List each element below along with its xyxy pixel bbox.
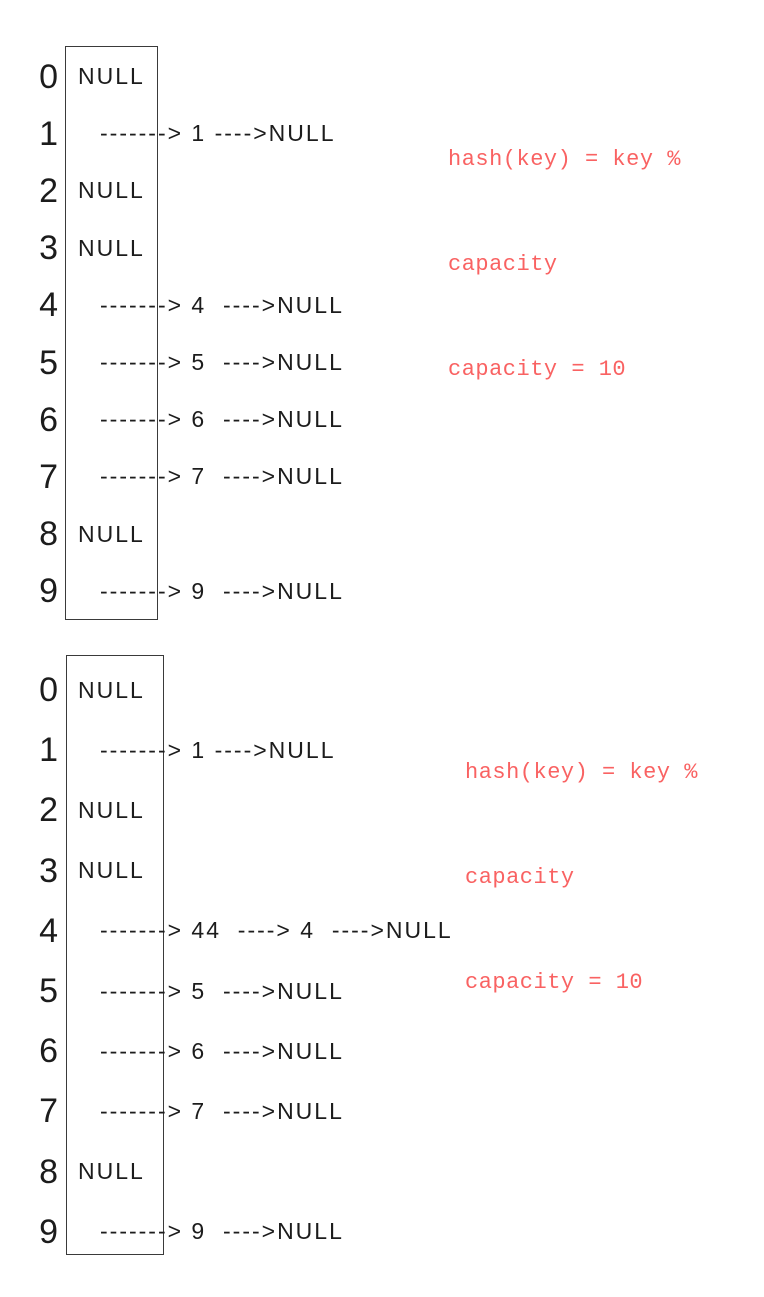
bucket-index-label: 8 [39,1152,58,1191]
bucket-null-label: NULL [78,676,145,703]
bucket-index-label: 5 [39,343,58,382]
bucket-index-label: 8 [39,515,58,554]
bucket-null-label: NULL [78,234,145,261]
hash-table-diagram-bottom: 0 NULL 1 -------> 1 ---->NULL 2 NULL 3 N… [0,655,764,1255]
bucket-null-label: NULL [78,177,145,204]
bucket-chain-text: -------> 6 ---->NULL [100,406,344,433]
hash-function-note: hash(key) = key % capacity capacity = 10 [448,72,681,457]
bucket-index-label: 7 [39,1092,58,1131]
bucket-index-label: 4 [39,286,58,325]
bucket-index-label: 3 [39,229,58,268]
bucket-index-label: 3 [39,851,58,890]
bucket-chain-text: -------> 4 ---->NULL [100,291,344,318]
bucket-rows: 0 NULL 1 -------> 1 ---->NULL 2 NULL 3 N… [0,46,764,620]
bucket-index-label: 1 [39,114,58,153]
bucket-row: 9 -------> 9 ---->NULL [0,563,764,620]
bucket-row: 1 -------> 1 ---->NULL [0,720,764,780]
bucket-row: 3 NULL [0,841,764,901]
bucket-chain-text: -------> 1 ---->NULL [100,120,336,147]
bucket-index-label: 1 [39,731,58,770]
hash-note-line: capacity [448,252,558,277]
bucket-null-label: NULL [78,857,145,884]
hash-note-line: hash(key) = key % [448,147,681,172]
hash-note-line: capacity [465,865,575,890]
bucket-row: 2 NULL [0,780,764,840]
bucket-row: 5 -------> 5 ---->NULL [0,961,764,1021]
bucket-row: 5 -------> 5 ---->NULL [0,334,764,391]
bucket-row: 0 NULL [0,660,764,720]
bucket-chain-text: -------> 7 ---->NULL [100,1097,344,1124]
bucket-row: 8 NULL [0,506,764,563]
bucket-index-label: 7 [39,457,58,496]
bucket-row: 6 -------> 6 ---->NULL [0,391,764,448]
bucket-null-label: NULL [78,796,145,823]
bucket-index-label: 9 [39,572,58,611]
bucket-array-box [66,655,164,1255]
bucket-chain-text: -------> 44 ----> 4 ---->NULL [100,917,453,944]
bucket-chain-text: -------> 1 ---->NULL [100,736,336,763]
bucket-row: 4 -------> 4 ---->NULL [0,277,764,334]
bucket-row: 2 NULL [0,162,764,219]
bucket-row: 6 -------> 6 ---->NULL [0,1021,764,1081]
bucket-chain-text: -------> 5 ---->NULL [100,349,344,376]
bucket-index-label: 4 [39,911,58,950]
bucket-row: 7 -------> 7 ---->NULL [0,448,764,505]
bucket-null-label: NULL [78,63,145,90]
bucket-row: 8 NULL [0,1142,764,1202]
hash-table-diagram-top: 0 NULL 1 -------> 1 ---->NULL 2 NULL 3 N… [0,46,764,620]
bucket-null-label: NULL [78,520,145,547]
bucket-index-label: 0 [39,671,58,710]
bucket-rows: 0 NULL 1 -------> 1 ---->NULL 2 NULL 3 N… [0,655,764,1262]
hash-note-line: capacity = 10 [465,970,644,995]
bucket-index-label: 6 [39,1032,58,1071]
bucket-row: 1 -------> 1 ---->NULL [0,105,764,162]
bucket-row: 7 -------> 7 ---->NULL [0,1081,764,1141]
bucket-index-label: 6 [39,400,58,439]
hash-note-line: capacity = 10 [448,357,627,382]
bucket-row: 4 -------> 44 ----> 4 ---->NULL [0,901,764,961]
bucket-chain-text: -------> 7 ---->NULL [100,463,344,490]
bucket-index-label: 0 [39,57,58,96]
bucket-index-label: 2 [39,791,58,830]
hash-note-line: hash(key) = key % [465,760,698,785]
bucket-index-label: 9 [39,1212,58,1251]
bucket-chain-text: -------> 9 ---->NULL [100,577,344,604]
bucket-null-label: NULL [78,1158,145,1185]
bucket-row: 0 NULL [0,48,764,105]
bucket-chain-text: -------> 5 ---->NULL [100,977,344,1004]
bucket-row: 3 NULL [0,220,764,277]
bucket-array-box [65,46,158,620]
hash-function-note: hash(key) = key % capacity capacity = 10 [465,685,698,1070]
bucket-chain-text: -------> 6 ---->NULL [100,1037,344,1064]
bucket-chain-text: -------> 9 ---->NULL [100,1218,344,1245]
bucket-row: 9 -------> 9 ---->NULL [0,1202,764,1262]
bucket-index-label: 2 [39,171,58,210]
bucket-index-label: 5 [39,972,58,1011]
